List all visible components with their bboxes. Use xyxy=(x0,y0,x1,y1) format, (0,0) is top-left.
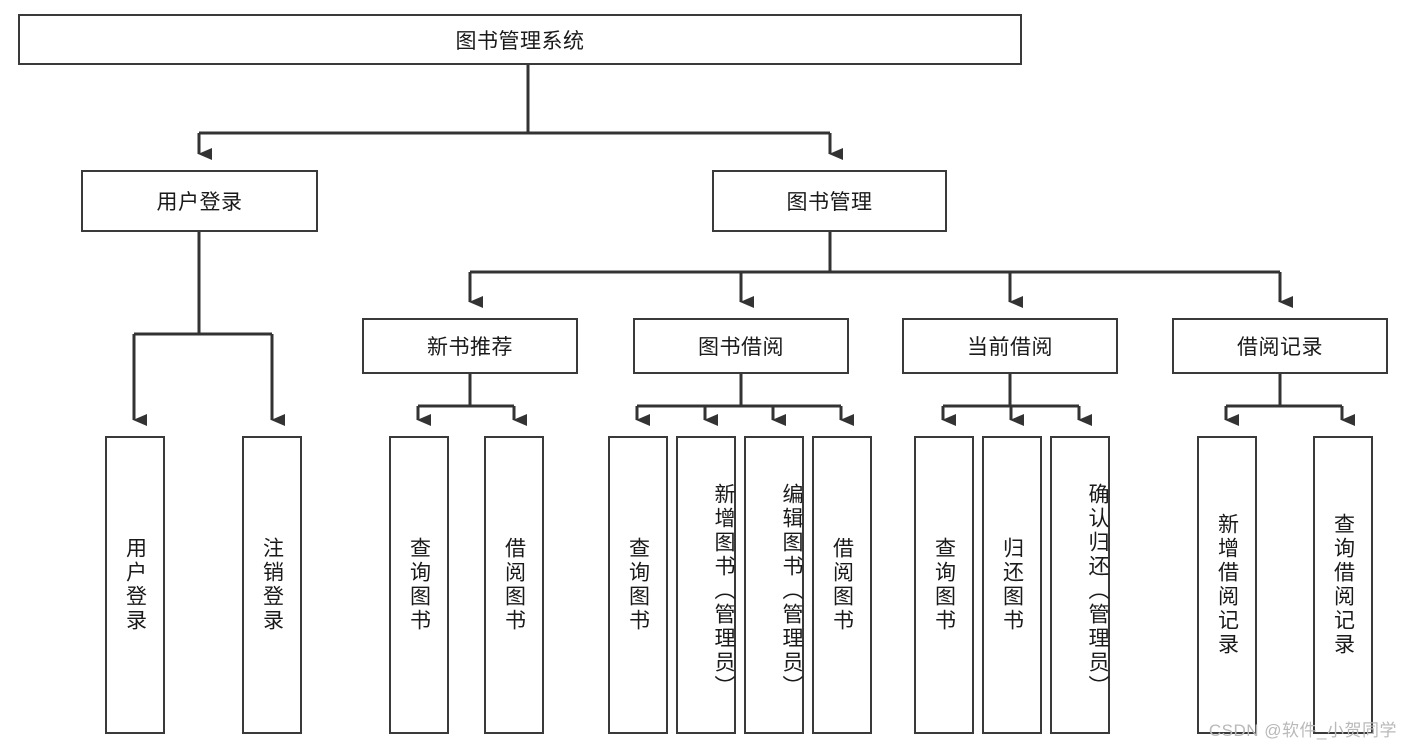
node-root-label: 图书管理系统 xyxy=(455,29,585,53)
node-leaf-confirm-return[interactable]: 确认归还（管理员） xyxy=(1050,436,1110,734)
node-new-book-rec-label: 新书推荐 xyxy=(427,336,513,359)
node-leaf-query-book-3-label: 查询图书 xyxy=(932,537,956,633)
node-user-login-label: 用户登录 xyxy=(156,191,243,214)
node-current-borrow-label: 当前借阅 xyxy=(967,336,1053,359)
node-leaf-return-book-label: 归还图书 xyxy=(1000,537,1024,633)
csdn-watermark: CSDN @软件_小贺同学 xyxy=(1208,721,1397,740)
node-leaf-query-record-label: 查询借阅记录 xyxy=(1331,513,1355,657)
node-book-manage[interactable]: 图书管理 xyxy=(712,170,947,232)
node-leaf-borrow-book-1-label: 借阅图书 xyxy=(502,537,526,633)
node-leaf-query-book-2[interactable]: 查询图书 xyxy=(608,436,668,734)
node-leaf-add-record-label: 新增借阅记录 xyxy=(1215,513,1239,657)
node-leaf-add-book[interactable]: 新增图书（管理员） xyxy=(676,436,736,734)
node-user-login[interactable]: 用户登录 xyxy=(81,170,318,232)
node-leaf-edit-book-label: 编辑图书（管理员） xyxy=(780,483,803,699)
node-current-borrow[interactable]: 当前借阅 xyxy=(902,318,1118,374)
node-leaf-query-book-1-label: 查询图书 xyxy=(407,537,431,633)
node-leaf-confirm-return-label: 确认归还（管理员） xyxy=(1086,483,1109,699)
node-leaf-query-record[interactable]: 查询借阅记录 xyxy=(1313,436,1373,734)
node-leaf-user-logout[interactable]: 注销登录 xyxy=(242,436,302,734)
node-leaf-user-login-label: 用户登录 xyxy=(123,537,147,633)
node-leaf-add-book-label: 新增图书（管理员） xyxy=(712,483,735,699)
node-leaf-user-logout-label: 注销登录 xyxy=(260,537,284,633)
node-leaf-return-book[interactable]: 归还图书 xyxy=(982,436,1042,734)
node-leaf-user-login[interactable]: 用户登录 xyxy=(105,436,165,734)
node-leaf-borrow-book-2[interactable]: 借阅图书 xyxy=(812,436,872,734)
node-leaf-borrow-book-2-label: 借阅图书 xyxy=(830,537,854,633)
node-leaf-edit-book[interactable]: 编辑图书（管理员） xyxy=(744,436,804,734)
node-book-borrow[interactable]: 图书借阅 xyxy=(633,318,849,374)
node-borrow-record-label: 借阅记录 xyxy=(1237,336,1323,359)
node-leaf-add-record[interactable]: 新增借阅记录 xyxy=(1197,436,1257,734)
node-book-borrow-label: 图书借阅 xyxy=(698,336,784,359)
node-leaf-query-book-3[interactable]: 查询图书 xyxy=(914,436,974,734)
node-root[interactable]: 图书管理系统 xyxy=(18,14,1022,65)
node-leaf-borrow-book-1[interactable]: 借阅图书 xyxy=(484,436,544,734)
node-new-book-rec[interactable]: 新书推荐 xyxy=(362,318,578,374)
node-borrow-record[interactable]: 借阅记录 xyxy=(1172,318,1388,374)
node-leaf-query-book-2-label: 查询图书 xyxy=(626,537,650,633)
node-leaf-query-book-1[interactable]: 查询图书 xyxy=(389,436,449,734)
node-book-manage-label: 图书管理 xyxy=(786,191,873,214)
